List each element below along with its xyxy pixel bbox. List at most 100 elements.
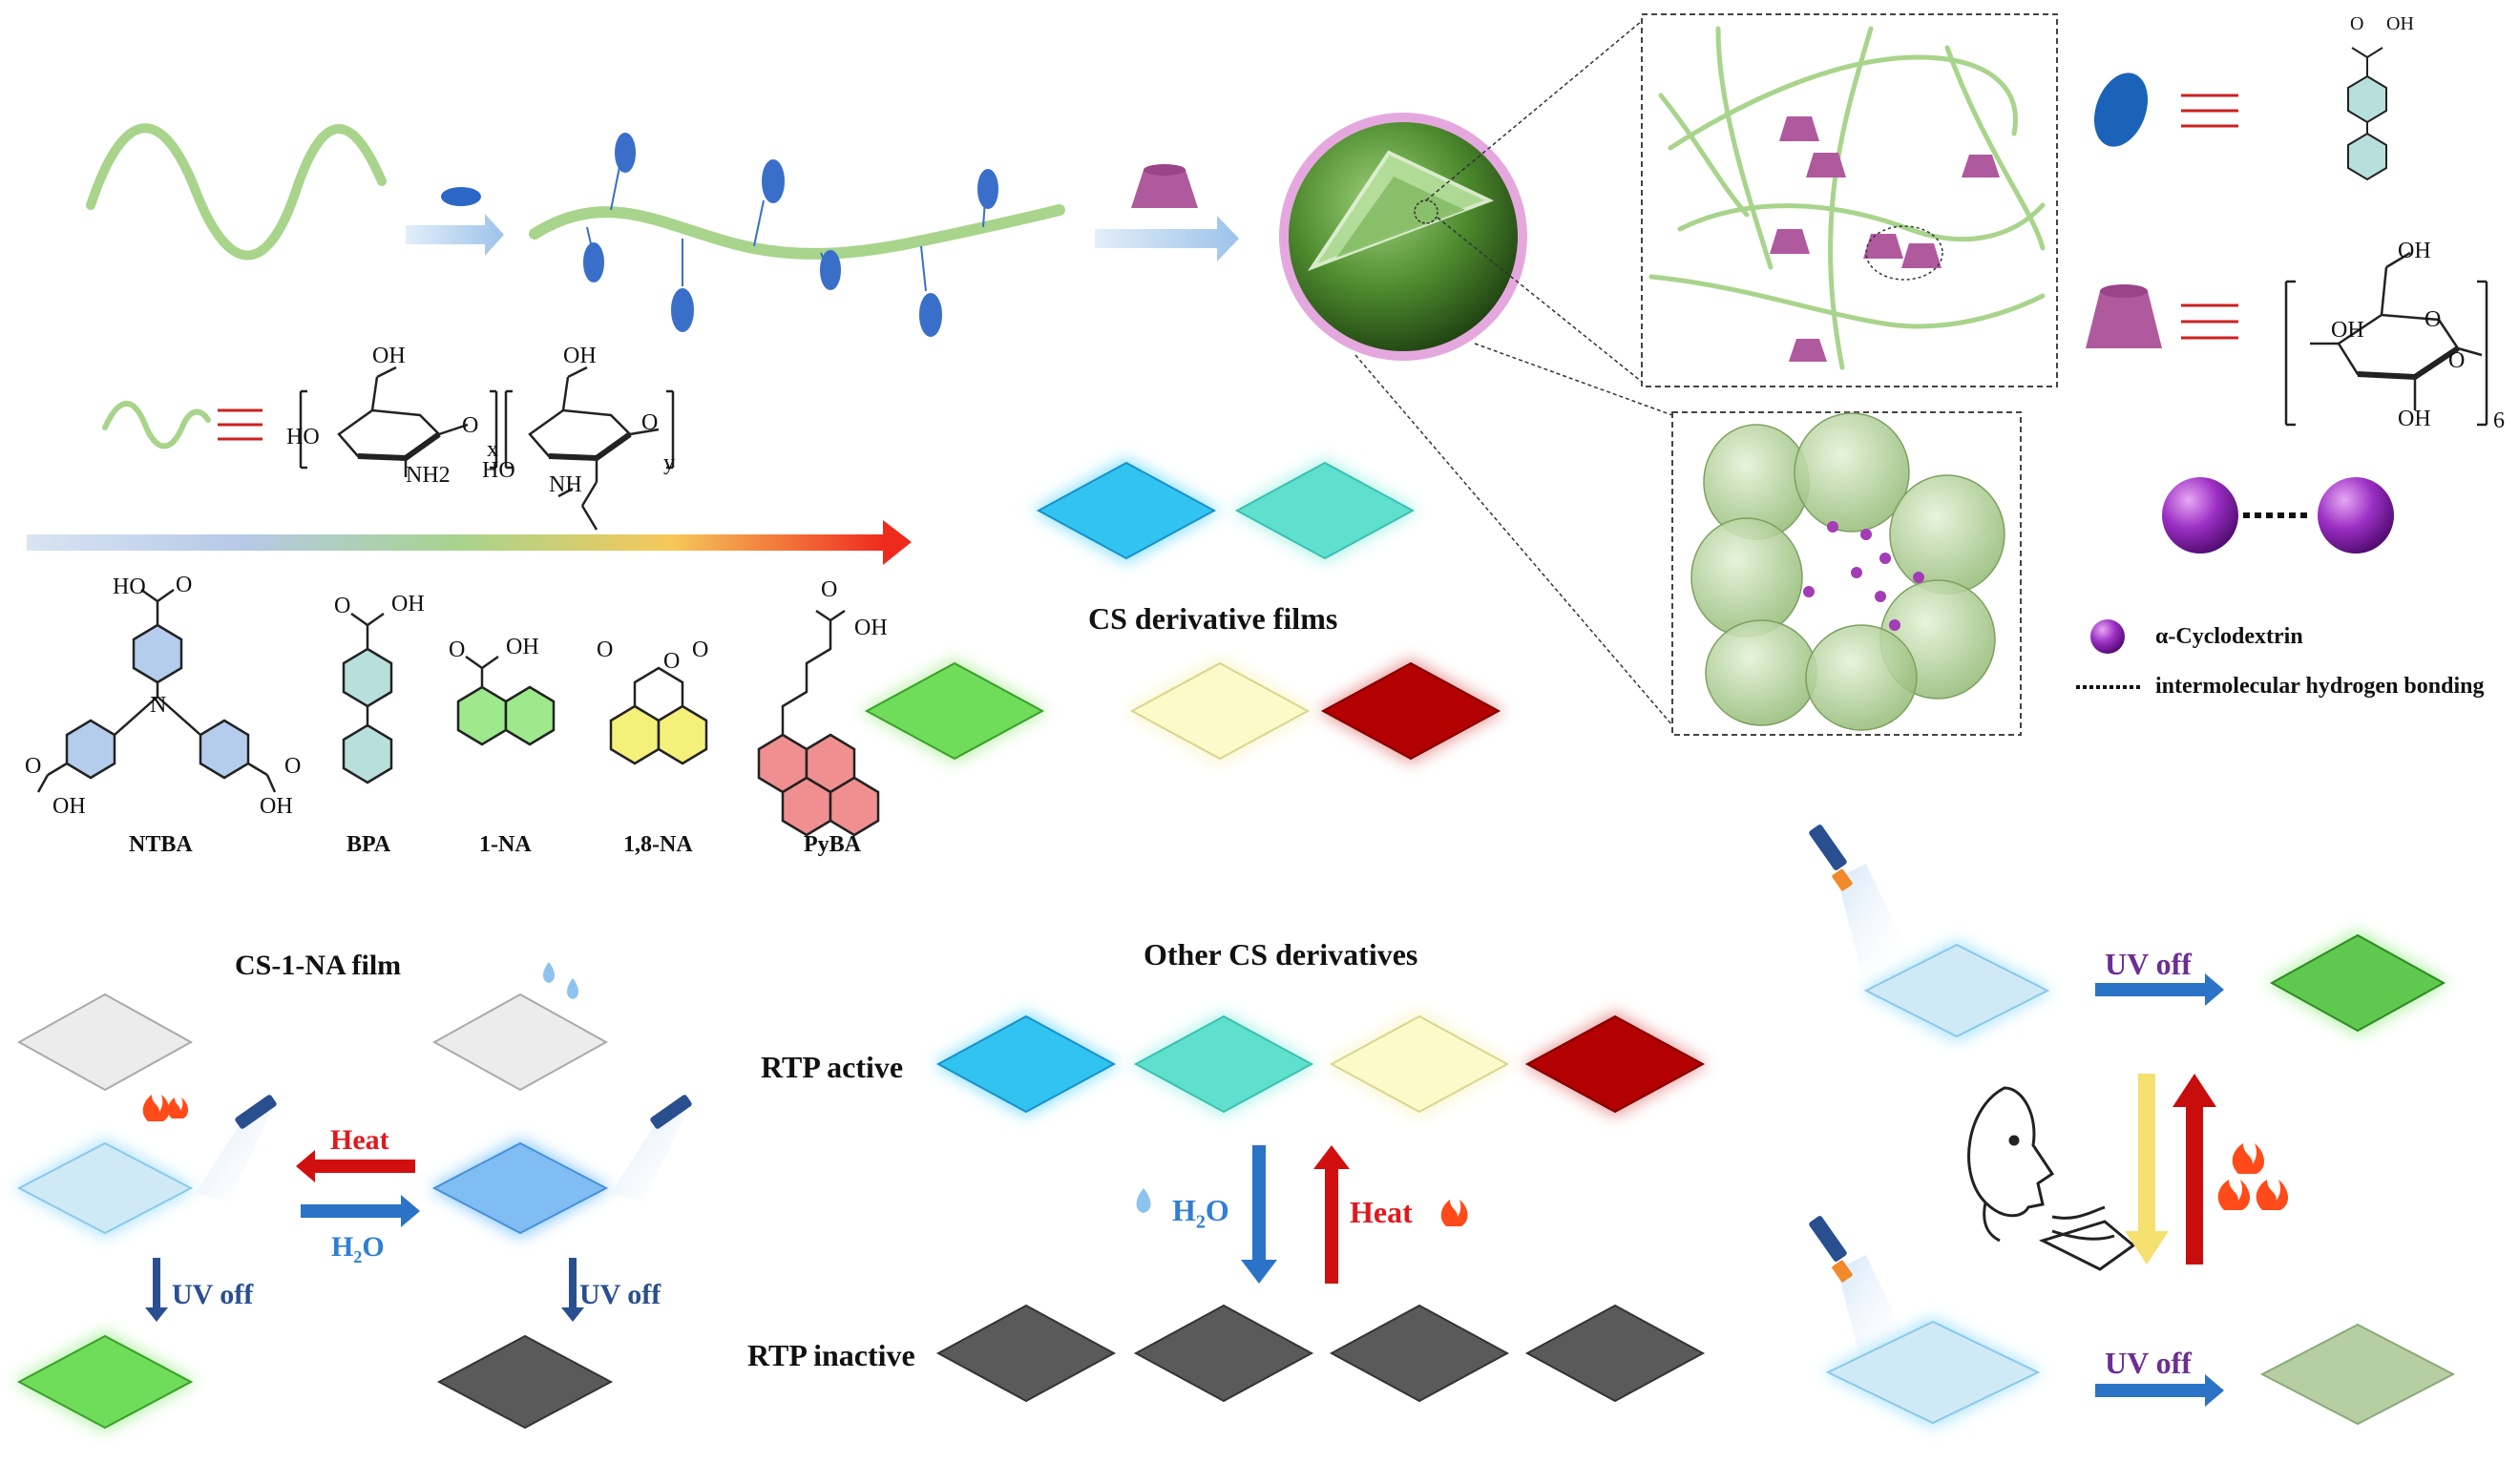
chitosan-y: y bbox=[663, 450, 675, 475]
1na-oh: OH bbox=[506, 635, 539, 659]
cd-o-ring: O bbox=[2425, 307, 2442, 332]
label-uvoff-2: UV off bbox=[579, 1279, 661, 1310]
chitosan-mini-wave bbox=[102, 400, 211, 449]
film-blue-active bbox=[935, 1014, 1117, 1114]
process-arrow-2 bbox=[1095, 216, 1239, 261]
person-breathing-icon bbox=[1967, 1086, 2136, 1271]
18na-o-2: O bbox=[663, 649, 681, 674]
chitosan-ho-1: HO bbox=[286, 425, 320, 449]
film-lightblue-1 bbox=[16, 1141, 194, 1235]
grafted-acid-pendants bbox=[583, 133, 998, 337]
legend-bpa-oh: OH bbox=[2386, 13, 2414, 34]
chitosan-nh: NH bbox=[549, 472, 582, 497]
film-white-1 bbox=[16, 993, 194, 1092]
film-green bbox=[864, 661, 1045, 761]
arrow-h2o bbox=[301, 1195, 420, 1227]
flashlight-icon-3 bbox=[1809, 825, 1909, 973]
flame-icon-3 bbox=[2217, 1143, 2289, 1210]
film-yellow bbox=[1129, 661, 1311, 761]
film-red-active bbox=[1524, 1014, 1706, 1114]
chitosan-o-2: O bbox=[641, 410, 659, 435]
legend-bpa-o: O bbox=[2350, 13, 2364, 34]
hbond-dots bbox=[1803, 521, 1924, 631]
chitosan-ho-2: HO bbox=[482, 458, 515, 483]
film-red bbox=[1320, 661, 1501, 761]
cd-oh-3: OH bbox=[2398, 407, 2431, 431]
legend-cd-ball bbox=[2162, 477, 2238, 554]
acid-molecule-icon bbox=[441, 187, 481, 206]
legend-small-cd bbox=[2090, 619, 2125, 654]
film-green-encrypt bbox=[2269, 933, 2446, 1033]
label-rtp-inactive: RTP inactive bbox=[747, 1338, 915, 1372]
legend-hbond-label: intermolecular hydrogen bonding bbox=[2155, 674, 2485, 699]
film-blue bbox=[1036, 461, 1217, 560]
chitosan-oh-2: OH bbox=[563, 344, 597, 368]
label-uvoff-1: UV off bbox=[172, 1279, 254, 1310]
film-yellow-active bbox=[1329, 1014, 1510, 1114]
film-blue-hydrated bbox=[431, 1141, 609, 1235]
cyclodextrin-bubbles bbox=[1690, 412, 2005, 731]
chitosan-x: x bbox=[487, 437, 498, 462]
encryption-panel bbox=[1809, 825, 2456, 1428]
label-h2o-2: H2O bbox=[1172, 1193, 1229, 1233]
flashlight-icon-1 bbox=[196, 1095, 277, 1202]
film-cyan-active bbox=[1133, 1014, 1314, 1114]
grafted-chitosan-chain bbox=[529, 204, 1065, 260]
cd-subscript: 6 bbox=[2493, 408, 2505, 433]
legend-cd-ball-2 bbox=[2318, 477, 2394, 554]
film-cyan bbox=[1234, 461, 1416, 560]
1na-structure bbox=[456, 655, 556, 746]
network-zoom-box bbox=[1641, 13, 2058, 387]
1na-o: O bbox=[449, 637, 466, 662]
pyba-o: O bbox=[821, 577, 838, 602]
label-heat-1: Heat bbox=[330, 1124, 389, 1156]
water-drops-icon bbox=[543, 962, 578, 999]
cd-o-link: O bbox=[2448, 348, 2466, 373]
18na-o-1: O bbox=[597, 637, 614, 662]
ntba-oh-2: OH bbox=[260, 794, 293, 819]
legend-acid-ellipse bbox=[2093, 73, 2149, 147]
label-other-cs-derivatives: Other CS derivatives bbox=[1144, 937, 1418, 972]
ntba-ho: HO bbox=[113, 575, 146, 599]
arrow-uvoff-2 bbox=[561, 1258, 584, 1322]
pyba-oh: OH bbox=[854, 616, 888, 640]
network-chains bbox=[1648, 26, 2046, 370]
chitosan-nh2: NH2 bbox=[406, 463, 451, 488]
cd-oh-1: OH bbox=[2398, 239, 2431, 263]
flashlight-icon-2 bbox=[611, 1095, 692, 1202]
18na-structure bbox=[609, 666, 708, 765]
arrow-uvoff-3 bbox=[2095, 973, 2224, 1006]
label-h2o-1: H2O bbox=[331, 1231, 385, 1266]
water-drop-icon bbox=[1136, 1188, 1151, 1213]
film-gray-inactive-1 bbox=[935, 1304, 1117, 1403]
ntba-structure bbox=[36, 588, 277, 793]
film-gray-inactive-2 bbox=[1133, 1304, 1314, 1403]
legend-cd-icon bbox=[2086, 291, 2162, 348]
legend-cyclodextrin-label: α-Cyclodextrin bbox=[2155, 624, 2303, 649]
arrow-down-h2o bbox=[1241, 1145, 1277, 1284]
ntba-o-2: O bbox=[25, 754, 42, 779]
chitosan-chain-wave bbox=[86, 123, 387, 261]
film-gray-inactive-4 bbox=[1524, 1304, 1706, 1403]
cyclodextrin-icon bbox=[1131, 170, 1198, 208]
chitosan-structure bbox=[299, 366, 675, 531]
label-ntba: NTBA bbox=[129, 832, 193, 857]
film-lightblue-2 bbox=[1863, 943, 2050, 1038]
label-heat-2: Heat bbox=[1350, 1195, 1413, 1229]
film-palegreen bbox=[2259, 1323, 2456, 1426]
network-cyclodextrins bbox=[1770, 116, 2000, 362]
label-rtp-active: RTP active bbox=[761, 1050, 904, 1084]
label-1na: 1-NA bbox=[479, 832, 532, 857]
arrow-up-red bbox=[2173, 1074, 2216, 1265]
label-18na: 1,8-NA bbox=[623, 832, 693, 857]
label-uvoff-3: UV off bbox=[2105, 947, 2192, 981]
ntba-oh-1: OH bbox=[52, 794, 86, 819]
film-white-2 bbox=[431, 993, 609, 1092]
pyba-structure bbox=[757, 609, 880, 837]
other-derivatives-panel bbox=[934, 1012, 1708, 1403]
process-arrow-1 bbox=[406, 214, 504, 256]
bpa-structure bbox=[342, 612, 393, 784]
cd-oh-2: OH bbox=[2331, 318, 2364, 343]
arrow-heat bbox=[296, 1150, 415, 1182]
